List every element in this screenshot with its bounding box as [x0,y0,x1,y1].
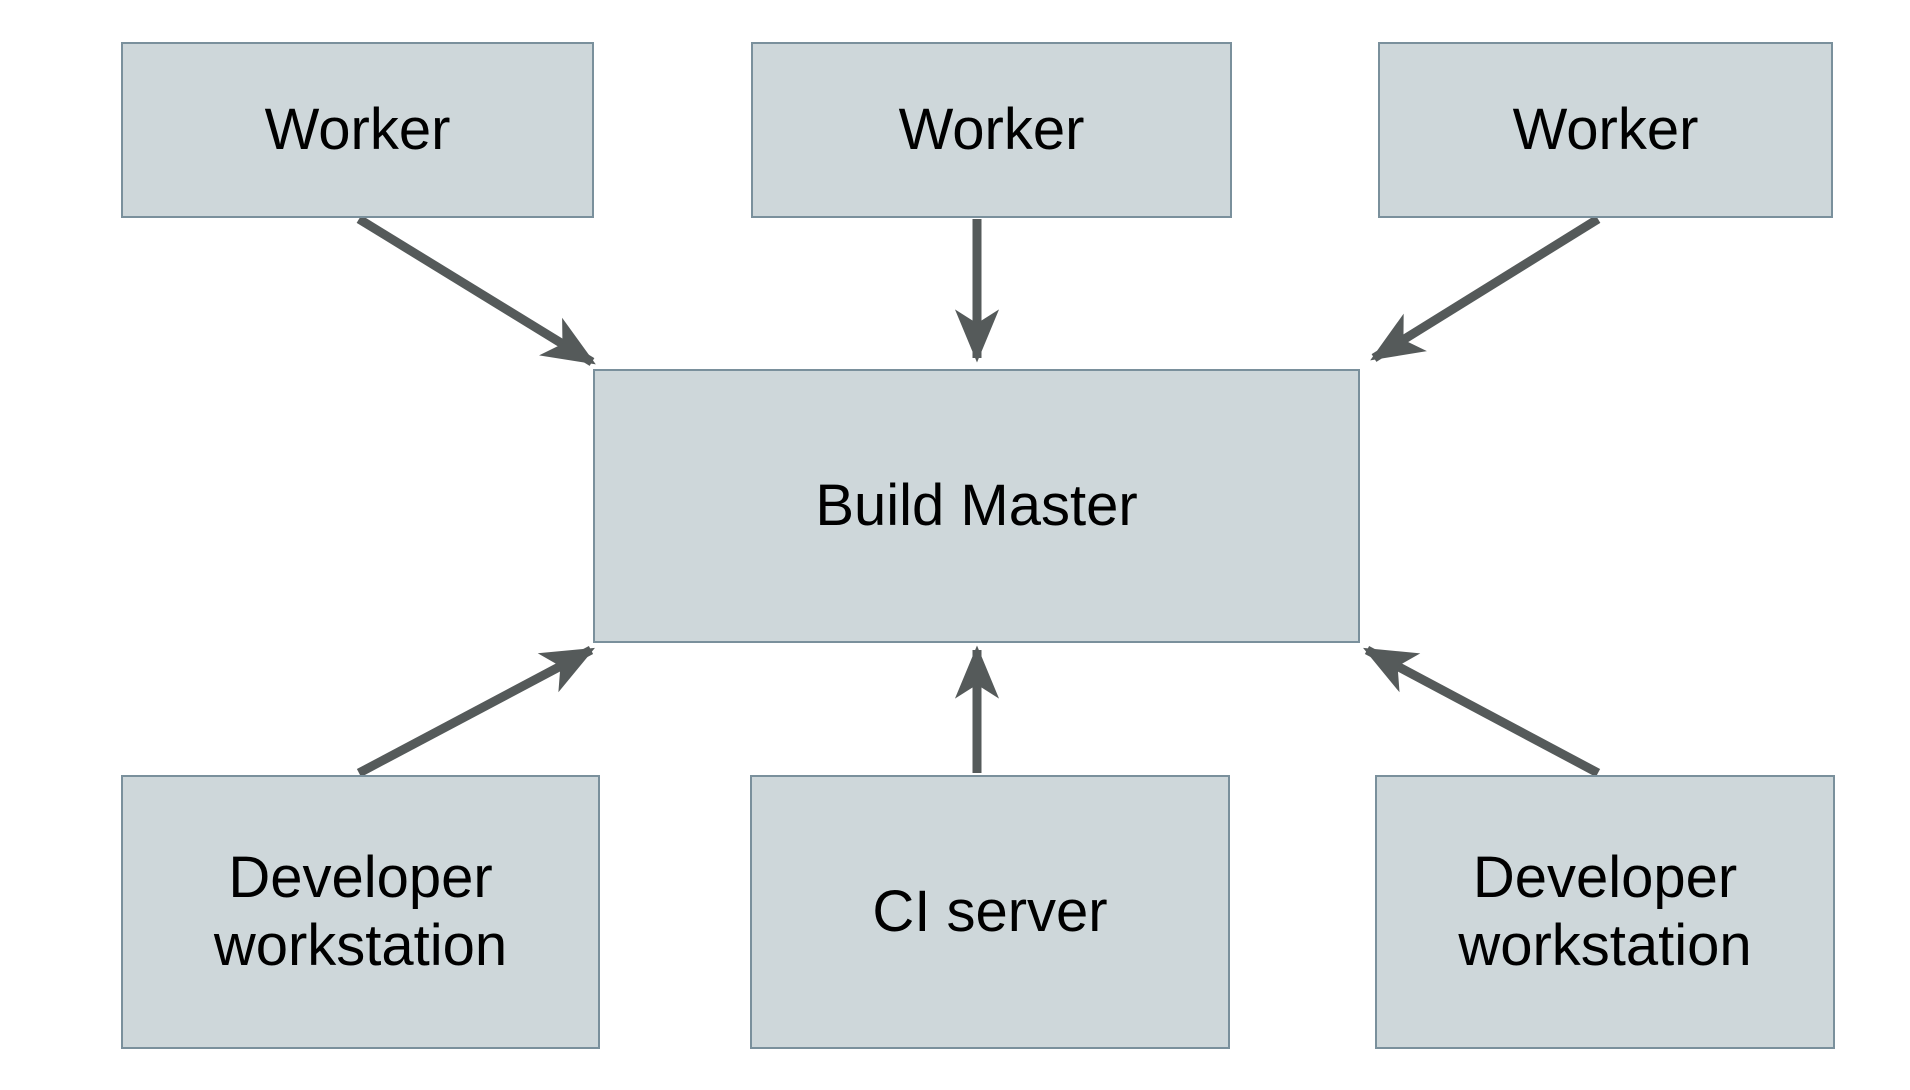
edge-dev-workstation-right-to-build-master [1363,646,1601,777]
node-ci-server-label: CI server [872,878,1108,944]
node-worker-2-label: Worker [898,96,1085,162]
node-worker-3[interactable]: Worker [1378,42,1833,218]
node-worker-3-label: Worker [1512,96,1699,162]
edge-worker-1-to-build-master [356,215,596,366]
node-dev-workstation-right-label: Developer workstation [1458,844,1752,978]
node-dev-workstation-right[interactable]: Developer workstation [1375,775,1835,1049]
node-build-master[interactable]: Build Master [593,369,1360,643]
node-worker-1-label: Worker [264,96,451,162]
edge-dev-workstation-left-to-build-master [356,646,595,777]
node-ci-server[interactable]: CI server [750,775,1230,1049]
node-dev-workstation-left-label: Developer workstation [213,844,508,978]
node-dev-workstation-left[interactable]: Developer workstation [121,775,600,1049]
node-worker-2[interactable]: Worker [751,42,1232,218]
node-build-master-label: Build Master [815,472,1138,538]
edge-worker-3-to-build-master [1370,215,1601,362]
node-worker-1[interactable]: Worker [121,42,594,218]
